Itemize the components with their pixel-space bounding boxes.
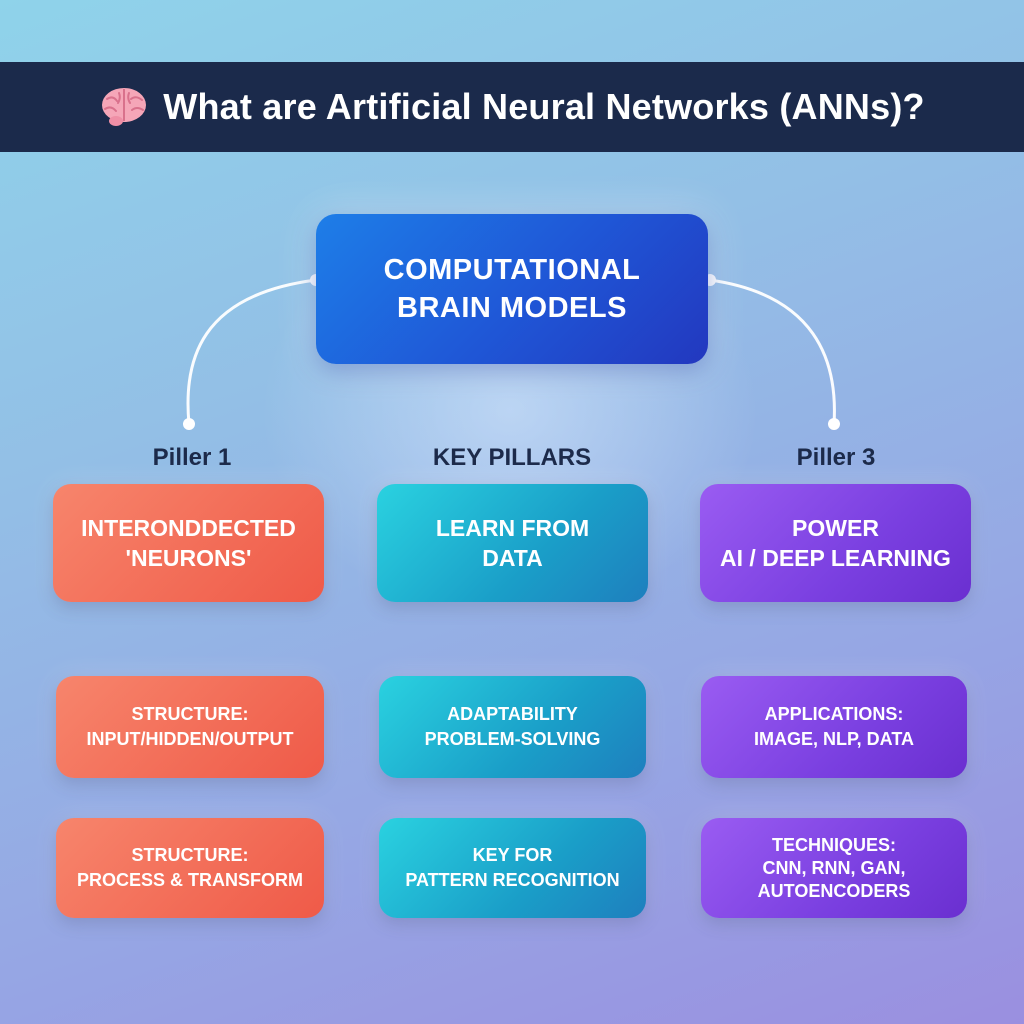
- brain-icon: [102, 88, 147, 126]
- detail-box-line: CNN, RNN, GAN,: [762, 857, 906, 878]
- detail-box-line: STRUCTURE:: [131, 845, 249, 865]
- detail-box-line: PROBLEM-SOLVING: [424, 729, 601, 749]
- pillar-label-1: Piller 1: [152, 444, 232, 471]
- connector-right-end-dot: [828, 418, 840, 430]
- detail-box-line: STRUCTURE:: [131, 704, 249, 724]
- pillar-box-learn: LEARN FROM DATA: [377, 484, 648, 602]
- detail-box-structure-layers: STRUCTURE: INPUT/HIDDEN/OUTPUT: [56, 676, 324, 778]
- pillar-box-line: POWER: [792, 515, 879, 541]
- detail-box-applications: APPLICATIONS: IMAGE, NLP, DATA: [701, 676, 967, 778]
- detail-box-line: INPUT/HIDDEN/OUTPUT: [86, 729, 294, 749]
- center-node: COMPUTATIONAL BRAIN MODELS: [316, 214, 708, 364]
- detail-box-line: ADAPTABILITY: [447, 704, 578, 724]
- page-title: What are Artificial Neural Networks (ANN…: [163, 86, 925, 127]
- pillar-box-line: DATA: [482, 545, 543, 571]
- pillar-box-power: POWER AI / DEEP LEARNING: [700, 484, 971, 602]
- connector-left: [186, 278, 317, 425]
- detail-box-line: KEY FOR: [472, 845, 553, 865]
- detail-box-techniques: TECHNIQUES: CNN, RNN, GAN, AUTOENCODERS: [701, 818, 967, 918]
- center-line-2: BRAIN MODELS: [397, 292, 627, 324]
- detail-box-pattern-recognition: KEY FOR PATTERN RECOGNITION: [379, 818, 646, 918]
- detail-box-line: PATTERN RECOGNITION: [405, 870, 620, 890]
- detail-box-line: AUTOENCODERS: [757, 880, 911, 901]
- pillar-box-line: INTERONDDECTED: [81, 515, 296, 541]
- detail-box-line: PROCESS & TRANSFORM: [76, 870, 303, 890]
- detail-box-line: APPLICATIONS:: [764, 704, 904, 724]
- connector-right: [709, 278, 836, 425]
- pillar-box-line: LEARN FROM: [435, 515, 590, 541]
- pillar-box-line: AI / DEEP LEARNING: [720, 545, 951, 571]
- pillar-box-neurons: INTERONDDECTED 'NEURONS': [53, 484, 324, 602]
- center-line-1: COMPUTATIONAL: [383, 254, 641, 286]
- title-bar: What are Artificial Neural Networks (ANN…: [0, 62, 1024, 152]
- pillar-box-line: 'NEURONS': [125, 545, 252, 571]
- pillar-label-3: Piller 3: [796, 444, 876, 471]
- connector-left-end-dot: [183, 418, 195, 430]
- pillar-label-key: KEY PILLARS: [432, 444, 592, 471]
- detail-box-structure-process: STRUCTURE: PROCESS & TRANSFORM: [56, 818, 324, 918]
- detail-box-adaptability: ADAPTABILITY PROBLEM-SOLVING: [379, 676, 646, 778]
- detail-box-line: TECHNIQUES:: [771, 834, 896, 855]
- detail-box-line: IMAGE, NLP, DATA: [753, 729, 914, 749]
